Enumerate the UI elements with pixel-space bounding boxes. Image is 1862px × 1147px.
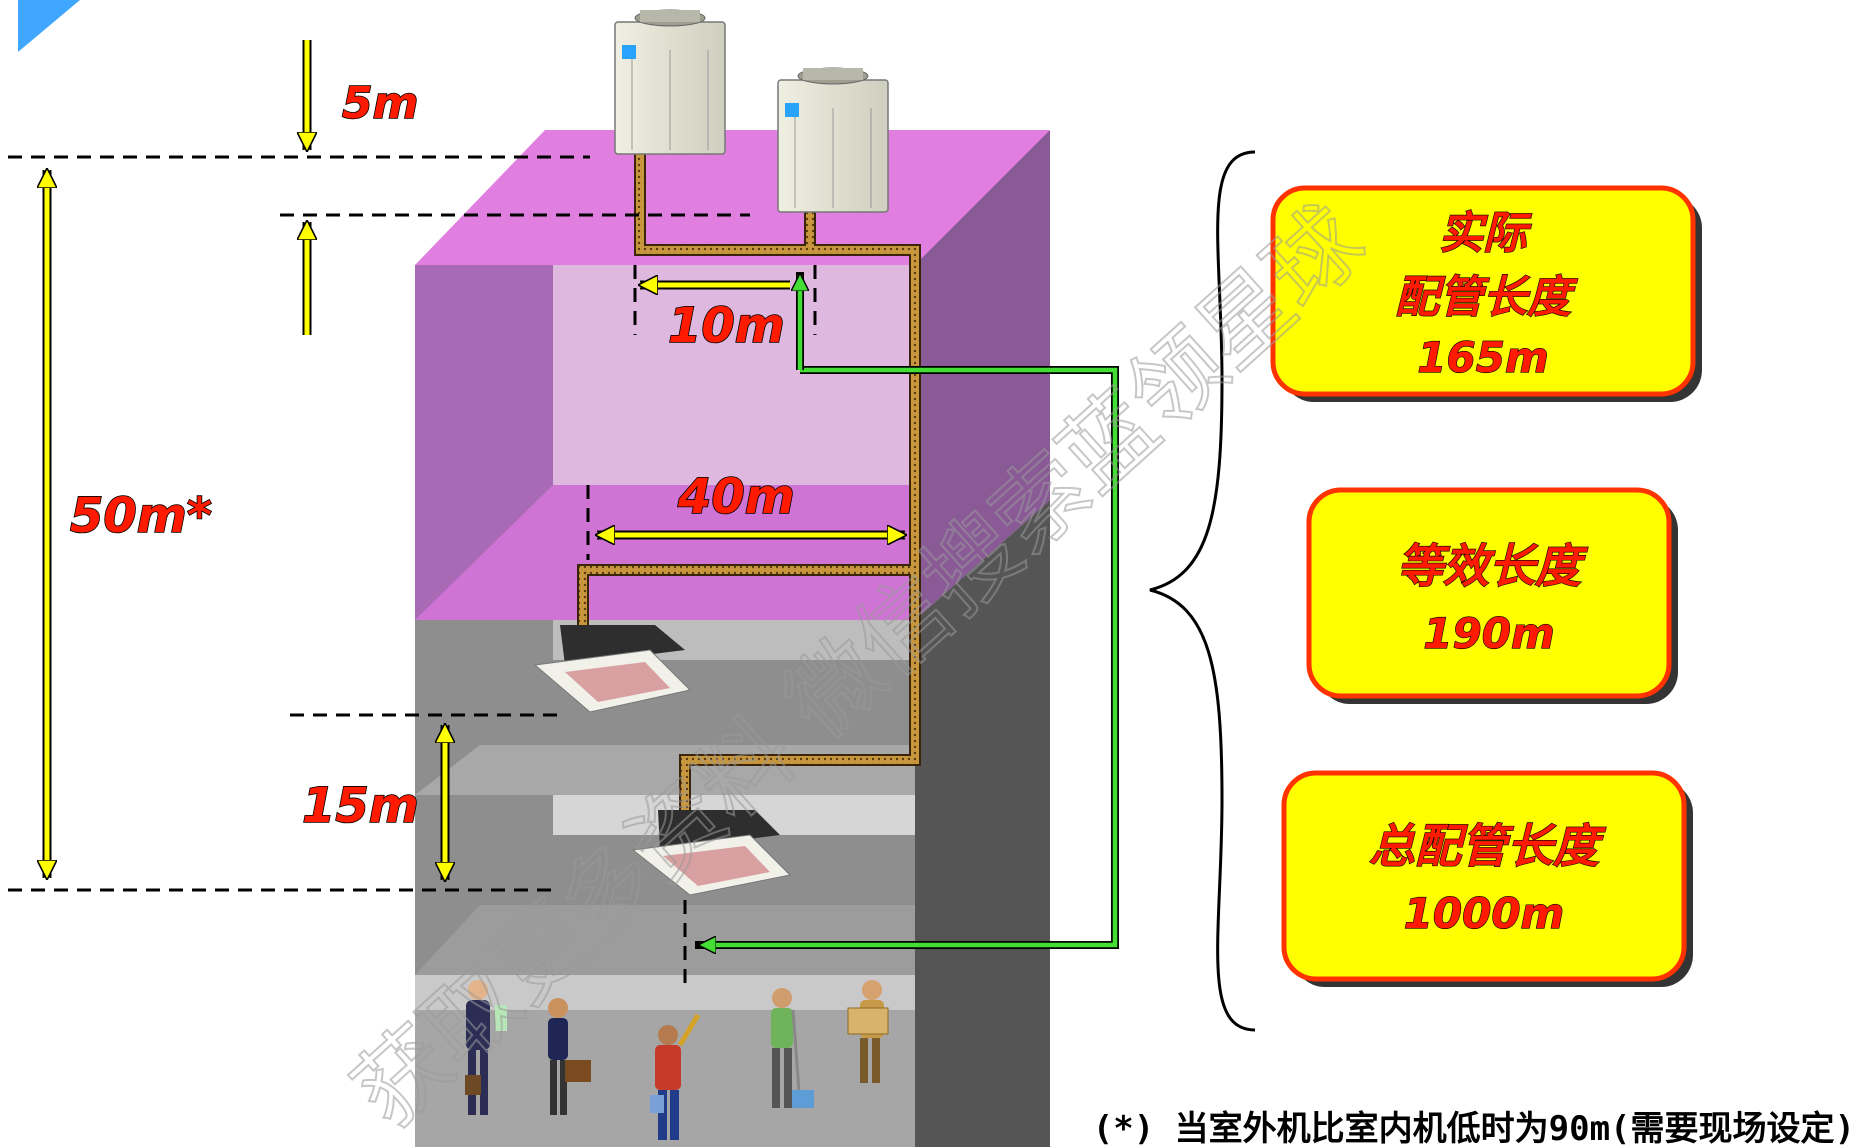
indoor-unit-2: [631, 810, 792, 896]
curly-brace: [1149, 150, 1256, 1032]
box-actual-line1: 实际: [1439, 208, 1532, 259]
building-side-upper: [915, 130, 1050, 620]
outdoor-unit-1: [614, 9, 726, 155]
lower-room-strip-3: [415, 975, 915, 1010]
reference-dashed-lines: [8, 155, 817, 985]
box-total-value: 1000m: [1404, 889, 1565, 938]
lower-floor-slab-2: [415, 905, 915, 975]
person-2: [548, 998, 591, 1115]
people-illustration: [465, 980, 889, 1140]
upper-room-floor: [415, 485, 915, 620]
label-40m: 40m: [677, 469, 795, 525]
box-equivalent-line1: 等效长度: [1397, 539, 1589, 593]
indoor-unit-1: [533, 625, 691, 713]
person-3: [650, 1013, 701, 1140]
dimension-arrows: [47, 40, 905, 880]
building: [415, 130, 1050, 1147]
corner-decoration: [18, 0, 80, 52]
box-actual-value: 165m: [1417, 333, 1548, 382]
box-actual-length: 实际 配管长度 165m: [1270, 185, 1702, 402]
box-total-line1: 总配管长度: [1369, 819, 1607, 873]
person-5: [847, 980, 889, 1083]
label-50m: 50m*: [70, 488, 212, 544]
person-4: [771, 988, 814, 1108]
box-total-length: 总配管长度 1000m: [1281, 770, 1693, 987]
label-10m: 10m: [668, 298, 785, 354]
label-5m: 5m: [342, 78, 418, 129]
box-equivalent-length: 等效长度 190m: [1306, 487, 1678, 704]
footnote: (*) 当室外机比室内机低时为90m(需要现场设定): [1093, 1109, 1855, 1147]
box-equivalent-value: 190m: [1423, 609, 1554, 658]
box-actual-line2: 配管长度: [1395, 272, 1578, 323]
outdoor-unit-2: [777, 67, 889, 213]
label-15m: 15m: [302, 778, 419, 834]
building-side-lower: [915, 500, 1050, 1147]
upper-room-back: [553, 265, 915, 485]
building-roof: [415, 130, 1050, 265]
person-1: [465, 980, 507, 1115]
